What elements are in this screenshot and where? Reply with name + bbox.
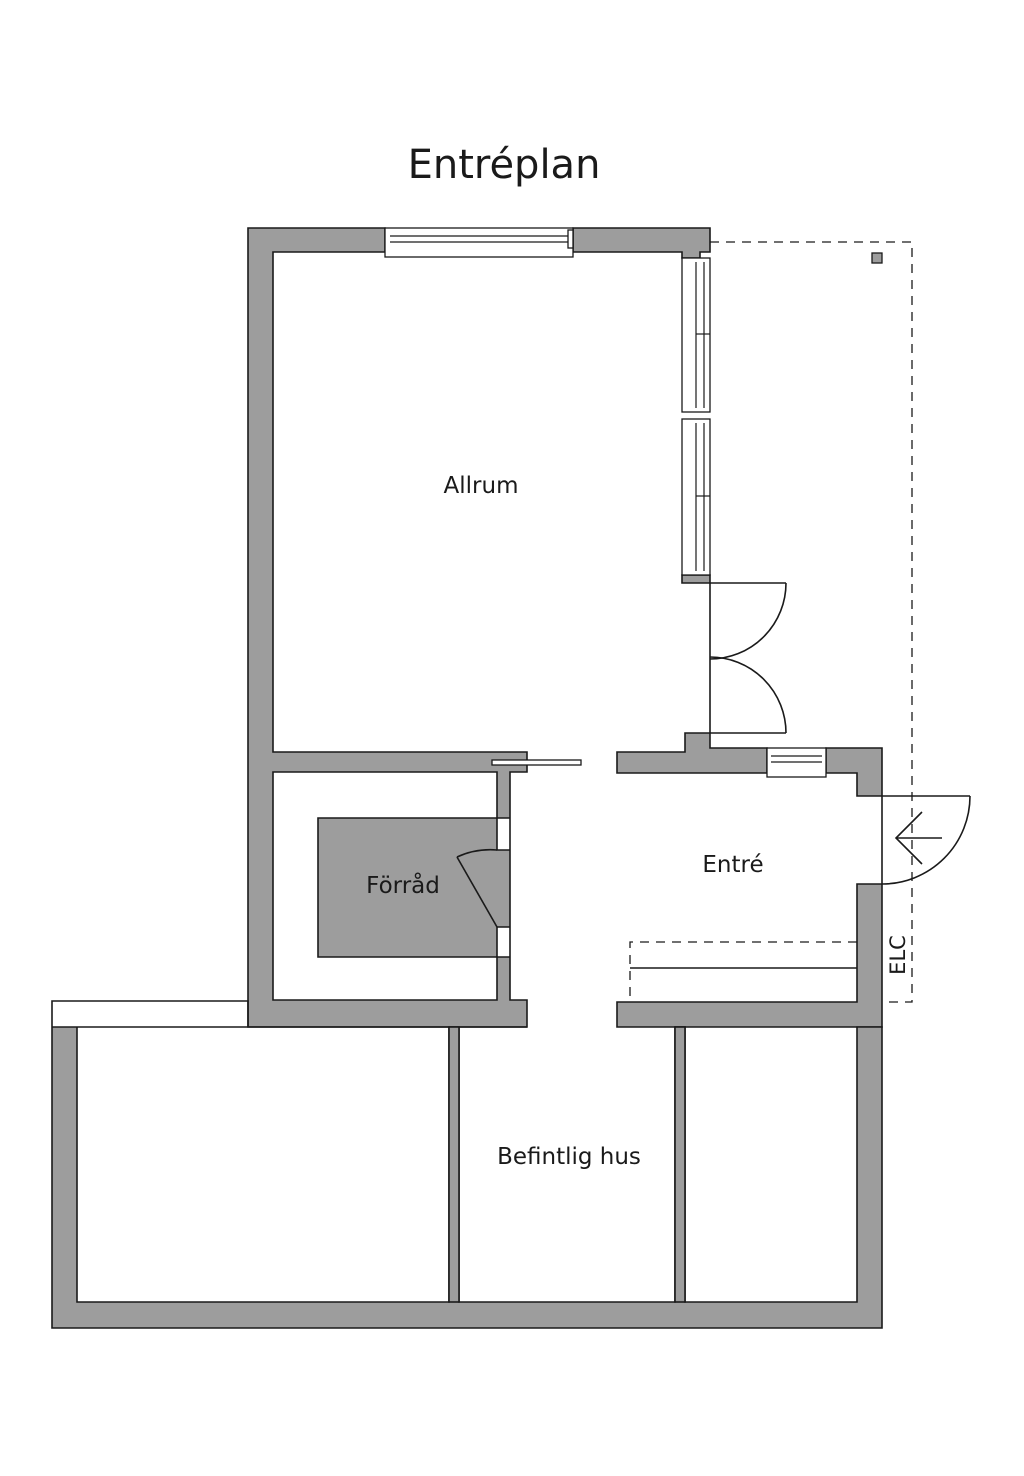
- window-right-lower: [681, 418, 711, 576]
- partition-wall-left: [448, 1026, 460, 1303]
- room-label-befintlig-hus: Befintlig hus: [497, 1144, 641, 1170]
- entrance-door: [881, 795, 971, 885]
- window-right-upper: [681, 257, 711, 413]
- double-door: [709, 582, 787, 734]
- window-top: [384, 227, 574, 258]
- post-marker: [871, 252, 883, 264]
- elc-label: ELC: [886, 935, 910, 975]
- sliding-door: [491, 759, 582, 766]
- existing-house-walls: [51, 1000, 883, 1329]
- terrace-outline: [710, 241, 913, 1003]
- forrad-door: [456, 848, 498, 928]
- partition-wall-right: [674, 1026, 686, 1303]
- window-entre: [766, 747, 827, 778]
- entrance-arrow-icon: [894, 811, 942, 865]
- room-label-forrad: Förråd: [366, 871, 440, 899]
- extension-walls: [247, 227, 883, 1028]
- room-label-allrum: Allrum: [444, 473, 519, 499]
- entre-bench: [629, 941, 857, 1002]
- room-label-entre: Entré: [702, 852, 763, 878]
- page-title: Entréplan: [408, 142, 601, 188]
